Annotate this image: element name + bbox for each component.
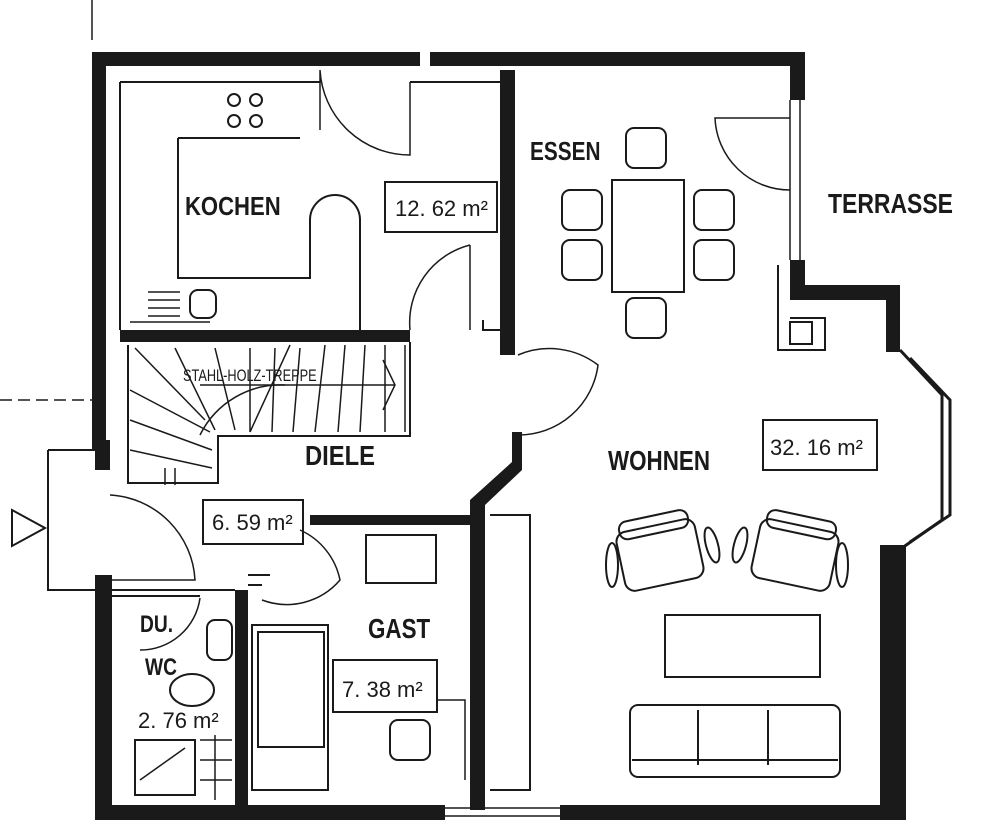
bed-icon xyxy=(251,624,329,791)
doors xyxy=(109,69,791,651)
room-label-kochen: KOCHEN xyxy=(185,192,281,221)
area-gast: 7. 38 m² xyxy=(342,677,423,702)
interior-walls xyxy=(95,70,531,810)
area-du-wc: 2. 76 m² xyxy=(138,708,219,733)
room-label-terrasse: TERRASSE xyxy=(828,189,953,220)
staircase xyxy=(127,342,411,485)
area-diele: 6. 59 m² xyxy=(212,510,293,535)
stair-label: STAHL-HOLZ-TREPPE xyxy=(183,366,317,385)
room-label-essen: ESSEN xyxy=(530,137,600,166)
room-label-wc: WC xyxy=(145,653,177,681)
room-label-gast: GAST xyxy=(368,614,431,645)
stove-icon xyxy=(227,93,263,128)
exterior-walls xyxy=(0,0,952,820)
entrance-arrow-icon xyxy=(11,508,48,548)
area-kochen: 12. 62 m² xyxy=(395,196,488,221)
kitchen-fixtures xyxy=(130,93,361,330)
room-label-wohnen: WOHNEN xyxy=(608,446,710,477)
sink-icon xyxy=(189,289,217,319)
dining-set xyxy=(561,127,735,339)
area-wohnen: 32. 16 m² xyxy=(770,435,863,460)
bathroom-fixtures xyxy=(134,534,466,800)
room-label-diele: DIELE xyxy=(305,439,375,471)
living-furniture xyxy=(605,509,849,778)
room-label-du: DU. xyxy=(140,610,173,638)
